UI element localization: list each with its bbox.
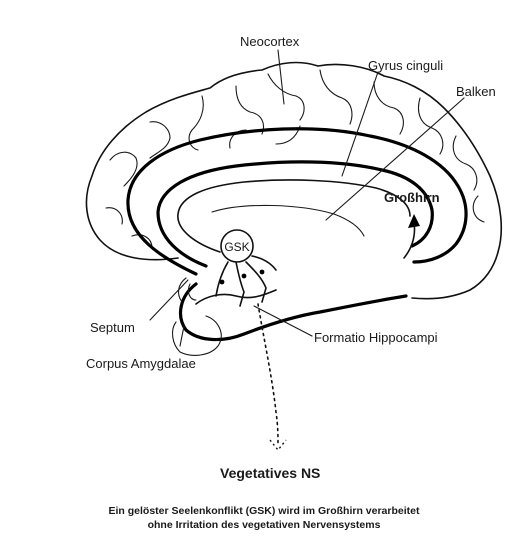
label-gsk: GSK (224, 240, 249, 254)
label-neocortex: Neocortex (240, 34, 300, 49)
node-dot (242, 274, 247, 279)
label-balken: Balken (456, 84, 496, 99)
label-grosshirn: Großhirn (384, 190, 440, 205)
caption-line-2: ohne Irritation des vegetativen Nervensy… (148, 519, 381, 531)
leader-amygdalae (180, 326, 184, 346)
node-dot (220, 280, 225, 285)
leader-formatio (254, 306, 312, 336)
label-vegetatives-ns: Vegetatives NS (220, 465, 320, 481)
cortex-gyri (106, 70, 484, 248)
label-corpus-amygdalae: Corpus Amygdalae (86, 356, 196, 371)
label-septum: Septum (90, 320, 135, 335)
fornix-line (212, 205, 364, 236)
septum-structure (179, 278, 196, 302)
leader-gyrus-cinguli (342, 72, 378, 176)
balken-outline (158, 162, 432, 266)
leader-neocortex (278, 50, 284, 104)
node-dot (260, 270, 265, 275)
label-formatio-hippocampi: Formatio Hippocampi (314, 330, 438, 345)
balken-inner (178, 180, 410, 252)
label-gyrus-cinguli: Gyrus cinguli (368, 58, 443, 73)
gsk-pathways (216, 256, 276, 306)
caption-line-1: Ein gelöster Seelenkonflikt (GSK) wird i… (109, 505, 420, 517)
